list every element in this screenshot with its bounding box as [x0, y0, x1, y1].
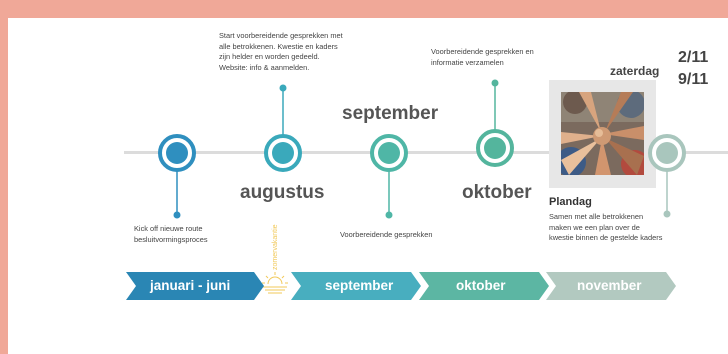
arrow-label-oktober: oktober [456, 278, 506, 293]
date-line-1: 2/11 [678, 49, 709, 66]
team-hands-photo [561, 92, 644, 175]
milestone-5-caption: Samen met alle betrokkenen maken we een … [549, 212, 663, 243]
month-label-september: september [342, 103, 439, 124]
arrow-januari-juni [126, 272, 264, 300]
timeline-line [124, 151, 728, 154]
summer-vacation-label: zomervakantie [272, 224, 279, 270]
arrow-september [291, 272, 421, 300]
arrow-label-november: november [577, 278, 642, 293]
period-arrows [126, 272, 676, 300]
arrow-oktober [419, 272, 549, 300]
month-label-augustus: augustus [240, 182, 325, 203]
milestone-1-caption: Kick off nieuwe route besluitvormingspro… [134, 224, 208, 244]
timeline-card: Start voorbereidende gesprekken met alle… [8, 18, 728, 354]
month-label-oktober: oktober [462, 182, 532, 203]
plandag-title: Plandag [549, 196, 592, 208]
plandag-photo-frame [549, 80, 656, 188]
sun-icon [262, 272, 288, 294]
arrow-label-januari-juni: januari - juni [150, 278, 231, 293]
date-line-2: 9/11 [678, 71, 709, 88]
milestone-3-caption: Voorbereidende gesprekken [340, 230, 433, 239]
milestone-2-caption: Start voorbereidende gesprekken met alle… [219, 31, 343, 72]
timeline-nodes [158, 79, 686, 219]
arrow-november [546, 272, 676, 300]
arrow-label-september: september [325, 278, 394, 293]
date-day-label: zaterdag [610, 64, 660, 78]
milestone-4-caption: Voorbereidende gesprekken en informatie … [431, 47, 534, 67]
